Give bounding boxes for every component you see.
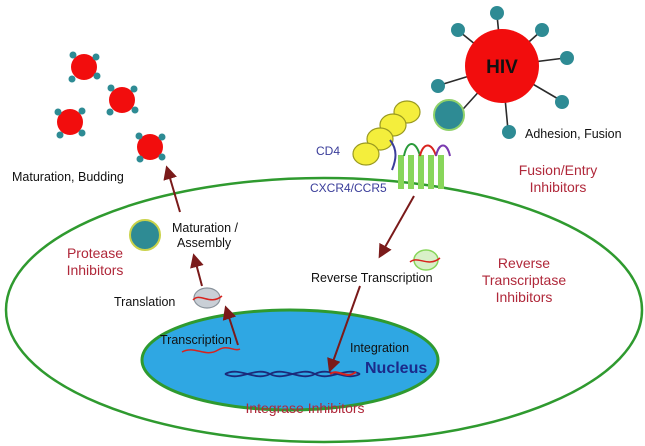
label-maturation-assembly-1: Maturation /: [172, 221, 239, 235]
arrow-translation-to-assembly: [190, 253, 204, 287]
ribosome: [192, 287, 223, 309]
arrow-assembly-to-budding: [163, 165, 181, 213]
label-cd4: CD4: [316, 144, 340, 158]
label-adhesion-fusion: Adhesion, Fusion: [525, 127, 622, 141]
dna-helix: [224, 370, 361, 378]
hiv-virion: [431, 6, 574, 139]
rt-inhibitors-line3: Inhibitors: [496, 289, 553, 305]
label-translation: Translation: [114, 295, 175, 309]
arrow-entry-to-rt: [378, 195, 415, 259]
mrna-squiggle: [181, 346, 241, 354]
arrow-rt-to-integration: [327, 285, 361, 373]
protease-inhibitors-line2: Inhibitors: [67, 262, 124, 278]
label-maturation-budding: Maturation, Budding: [12, 170, 124, 184]
assembling-capsid: [129, 219, 161, 251]
fusion-entry-inhibitors-line1: Fusion/Entry: [519, 162, 598, 178]
cd4-receptor: [352, 100, 421, 166]
arrow-transcription-to-translation: [222, 305, 239, 346]
rt-inhibitors-line1: Reverse: [498, 255, 550, 271]
budding-virions: [54, 51, 166, 163]
cd4-stem: [389, 139, 397, 171]
integrase-inhibitors: Integrase Inhibitors: [245, 400, 364, 416]
coreceptor: [398, 143, 451, 189]
label-reverse-transcription: Reverse Transcription: [311, 271, 433, 285]
label-maturation-assembly-2: Assembly: [177, 236, 232, 250]
protease-inhibitors-line1: Protease: [67, 245, 123, 261]
hiv-label: HIV: [486, 57, 518, 78]
fusion-entry-inhibitors-line2: Inhibitors: [530, 179, 587, 195]
fusing-capsid: [433, 99, 465, 131]
label-transcription: Transcription: [160, 333, 232, 347]
label-nucleus: Nucleus: [365, 360, 427, 377]
reverse-transcription-complex: [409, 249, 441, 271]
rt-inhibitors-line2: Transcriptase: [482, 272, 567, 288]
label-integration: Integration: [350, 341, 409, 355]
nucleus: [140, 308, 440, 412]
label-coreceptor: CXCR4/CCR5: [310, 181, 387, 195]
